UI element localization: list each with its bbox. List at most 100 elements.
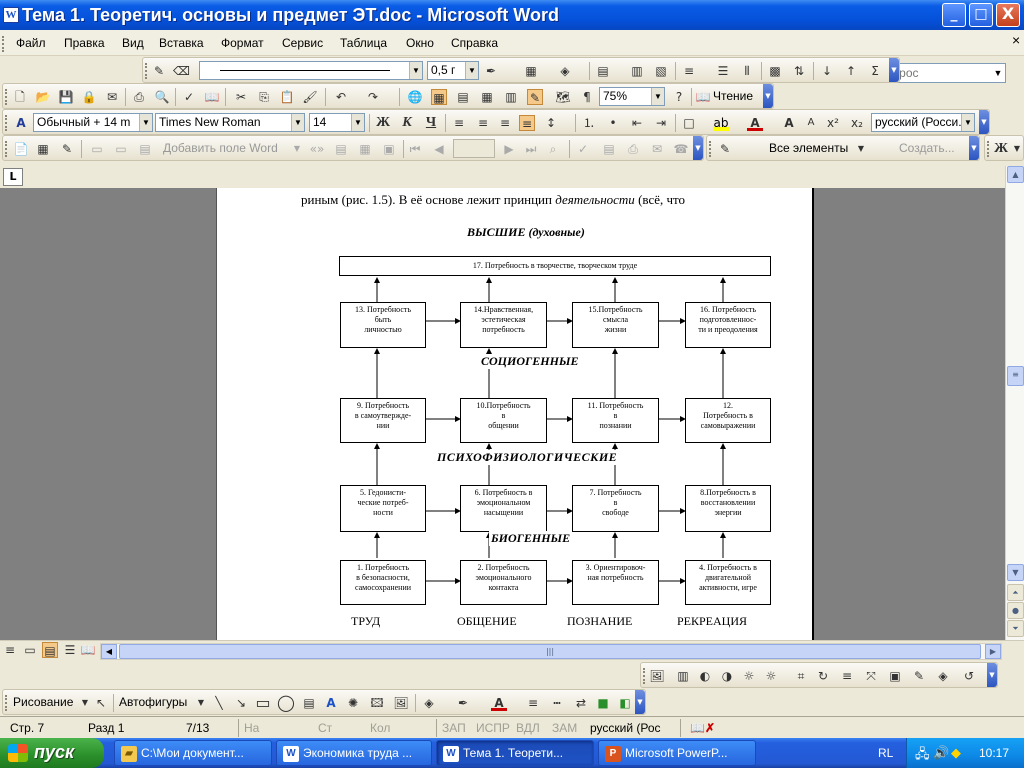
next-page-icon[interactable]: ⏷	[1007, 620, 1024, 637]
bold-button[interactable]: Ж	[994, 141, 1008, 156]
document-page[interactable]: риным (рис. 1.5). В её основе лежит прин…	[216, 188, 814, 640]
match-fields-icon[interactable]: ▦	[359, 142, 371, 156]
next-record-icon[interactable]: ▶	[504, 142, 514, 156]
scroll-right-icon[interactable]: ▶	[985, 644, 1001, 659]
less-contrast-icon[interactable]: ◑	[721, 669, 733, 683]
toolbar-grip[interactable]	[643, 668, 646, 684]
menu-tools[interactable]: Сервис	[282, 36, 324, 50]
research-icon[interactable]: 📖	[204, 90, 220, 104]
bullets-icon[interactable]: •	[609, 116, 617, 130]
menu-window[interactable]: Окно	[406, 36, 434, 50]
input-language-indicator[interactable]: RL	[878, 746, 894, 760]
highlight-fields-icon[interactable]: ▤	[335, 142, 347, 156]
merge-to-email-icon[interactable]: ✉	[651, 142, 663, 156]
find-entry-icon[interactable]: ⌕	[549, 142, 557, 156]
line-style-select[interactable]: ▼	[199, 61, 423, 80]
merge-cells-icon[interactable]: ▥	[631, 64, 643, 78]
status-track-changes[interactable]: ИСПР	[476, 721, 510, 735]
toolbar-grip[interactable]	[5, 115, 8, 131]
text-direction-icon[interactable]: ⇅	[793, 64, 805, 78]
status-language[interactable]: русский (Рос	[590, 721, 661, 735]
menu-help[interactable]: Справка	[451, 36, 499, 50]
3d-style-icon[interactable]: ◧	[619, 696, 631, 710]
select-browse-object-icon[interactable]: ●	[1007, 602, 1024, 619]
toolbar-grip[interactable]	[987, 141, 990, 157]
horizontal-scrollbar[interactable]: ◀ ||| ▶	[100, 643, 1002, 660]
word-app-icon[interactable]: W	[3, 7, 19, 23]
previous-page-icon[interactable]: ⏶	[1007, 584, 1024, 601]
open-folder-icon[interactable]: 📂	[35, 90, 51, 104]
open-data-source-icon[interactable]: ▦	[37, 142, 49, 156]
menu-edit[interactable]: Правка	[64, 36, 105, 50]
table-autoformat-icon[interactable]: ▩	[769, 64, 781, 78]
menu-insert[interactable]: Вставка	[159, 36, 204, 50]
menu-format[interactable]: Формат	[221, 36, 264, 50]
close-document-icon[interactable]: ×	[1012, 32, 1021, 48]
last-record-icon[interactable]: ⏭	[525, 142, 537, 156]
wordart-icon[interactable]: A	[326, 696, 336, 710]
align-left-icon[interactable]: ≡	[453, 116, 465, 130]
all-elements-button[interactable]: Все элементы	[769, 141, 849, 155]
format-picture-icon[interactable]: ✎	[913, 669, 925, 683]
normal-view-icon[interactable]: ≡	[4, 643, 16, 657]
insert-excel-icon[interactable]: ▦	[481, 90, 493, 104]
spelling-icon[interactable]: ✓	[183, 90, 195, 104]
volume-icon[interactable]: 🔊	[933, 745, 950, 760]
reading-layout-button[interactable]: Чтение	[713, 89, 754, 103]
text-wrapping-icon[interactable]: ▣	[889, 669, 901, 683]
previous-record-icon[interactable]: ◀	[434, 142, 444, 156]
toolbar-grip[interactable]	[5, 89, 8, 105]
toolbar-grip[interactable]	[145, 63, 148, 79]
print-layout-icon[interactable]: ▤	[42, 642, 58, 658]
draw-table-icon[interactable]: ✎	[153, 64, 165, 78]
font-color-icon[interactable]: A	[747, 115, 763, 131]
vertical-scrollbar[interactable]: ▲ ≡ ▼ ⏶ ● ⏷	[1005, 166, 1024, 640]
chevron-down-icon[interactable]: ▼	[351, 114, 364, 131]
dropdown-icon[interactable]: ▼	[293, 144, 301, 153]
eraser-icon[interactable]: ⌫	[173, 64, 190, 78]
create-button[interactable]: Создать...	[899, 141, 955, 155]
paste-icon[interactable]: 📋	[279, 90, 295, 104]
bold-button[interactable]: Ж	[376, 115, 390, 130]
scroll-up-icon[interactable]: ▲	[1007, 166, 1024, 183]
menu-grip[interactable]	[2, 36, 5, 52]
style-select[interactable]: Обычный + 14 m ▼	[33, 113, 153, 132]
borders-icon[interactable]: ▦	[525, 64, 537, 78]
redo-icon[interactable]: ↷	[367, 90, 379, 104]
tab-selector-icon[interactable]: L	[3, 168, 23, 186]
font-size-select[interactable]: 14 ▼	[309, 113, 365, 132]
start-button[interactable]: пуск	[0, 738, 104, 768]
toolbar-options-icon[interactable]: ▼	[889, 58, 899, 82]
merge-to-printer-icon[interactable]: ⎙	[628, 142, 638, 156]
new-document-icon[interactable]: 🗋	[15, 90, 25, 104]
merge-to-fax-icon[interactable]: ☎	[673, 142, 689, 156]
document-map-icon[interactable]: 🗺	[555, 90, 571, 104]
reset-picture-icon[interactable]: ↺	[963, 669, 975, 683]
fill-color-icon[interactable]: ◈	[424, 696, 434, 710]
insert-greeting-icon[interactable]: ▭	[115, 142, 127, 156]
first-record-icon[interactable]: ⏮	[409, 142, 421, 156]
arrow-icon[interactable]: ↘	[235, 696, 247, 710]
task-word-economics[interactable]: W Экономика труда ...	[276, 740, 432, 766]
align-right-icon[interactable]: ≡	[499, 116, 511, 130]
diagram-icon[interactable]: ✺	[347, 696, 359, 710]
dropdown-icon[interactable]: ▼	[197, 698, 205, 707]
more-contrast-icon[interactable]: ◐	[699, 669, 711, 683]
chevron-down-icon[interactable]: ▼	[139, 114, 152, 131]
distribute-rows-icon[interactable]: ☰	[717, 64, 729, 78]
clip-art-icon[interactable]: 🖾	[370, 696, 384, 710]
italic-button[interactable]: К	[402, 115, 412, 130]
help-icon[interactable]: ?	[675, 90, 683, 104]
menu-file[interactable]: Файл	[16, 36, 46, 50]
hyperlink-icon[interactable]: 🌐	[407, 90, 423, 104]
scroll-left-icon[interactable]: ◀	[101, 644, 117, 659]
drawing-icon[interactable]: ✎	[527, 89, 543, 105]
toolbar-options-icon[interactable]: ▼	[987, 663, 997, 687]
align-center-icon[interactable]: ≡	[477, 116, 489, 130]
dropdown-icon[interactable]: ▼	[1013, 144, 1021, 153]
chevron-down-icon[interactable]: ▼	[651, 88, 664, 105]
shading-color-icon[interactable]: ◈	[560, 64, 570, 78]
underline-button[interactable]: Ч	[425, 115, 437, 130]
chevron-down-icon[interactable]: ▼	[961, 114, 974, 131]
split-cells-icon[interactable]: ▧	[655, 64, 667, 78]
